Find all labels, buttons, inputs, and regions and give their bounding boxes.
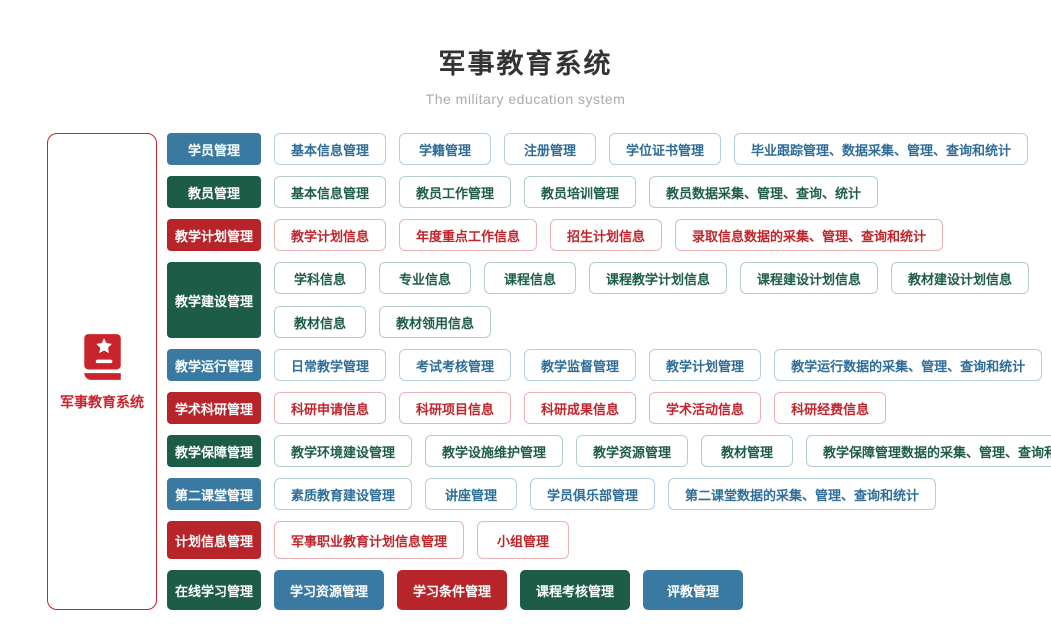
row-在线学习管理: 在线学习管理学习资源管理学习条件管理课程考核管理评教管理 <box>167 570 1051 610</box>
item-button[interactable]: 科研项目信息 <box>399 392 512 424</box>
category-button[interactable]: 学员管理 <box>167 133 261 165</box>
row-第二课堂管理: 第二课堂管理素质教育建设管理讲座管理学员俱乐部管理第二课堂数据的采集、管理、查询… <box>167 478 1051 510</box>
item-button[interactable]: 讲座管理 <box>425 478 518 510</box>
item-button[interactable]: 学位证书管理 <box>609 133 722 165</box>
item-button[interactable]: 教员数据采集、管理、查询、统计 <box>649 176 879 208</box>
item-button[interactable]: 学科信息 <box>274 262 366 294</box>
item-button[interactable]: 小组管理 <box>477 521 570 559</box>
items-line: 科研申请信息科研项目信息科研成果信息学术活动信息科研经费信息 <box>274 392 887 424</box>
item-button[interactable]: 学习条件管理 <box>397 570 508 610</box>
system-map: 军事教育系统 学员管理基本信息管理学籍管理注册管理学位证书管理毕业跟踪管理、数据… <box>0 107 1051 610</box>
item-button[interactable]: 专业信息 <box>379 262 471 294</box>
row-教学建设管理: 教学建设管理学科信息专业信息课程信息课程教学计划信息课程建设计划信息教材建设计划… <box>167 262 1051 338</box>
items-line: 日常教学管理考试考核管理教学监督管理教学计划管理教学运行数据的采集、管理、查询和… <box>274 349 1043 381</box>
item-button[interactable]: 录取信息数据的采集、管理、查询和统计 <box>675 219 944 251</box>
item-button[interactable]: 教材建设计划信息 <box>891 262 1030 294</box>
item-button[interactable]: 课程考核管理 <box>520 570 631 610</box>
item-button[interactable]: 科研成果信息 <box>524 392 637 424</box>
row-items: 学习资源管理学习条件管理课程考核管理评教管理 <box>274 570 744 610</box>
item-button[interactable]: 科研申请信息 <box>274 392 387 424</box>
item-button[interactable]: 评教管理 <box>643 570 744 610</box>
row-items: 素质教育建设管理讲座管理学员俱乐部管理第二课堂数据的采集、管理、查询和统计 <box>274 478 937 510</box>
row-items: 军事职业教育计划信息管理小组管理 <box>274 521 570 559</box>
item-button[interactable]: 军事职业教育计划信息管理 <box>274 521 465 559</box>
item-button[interactable]: 学籍管理 <box>399 133 492 165</box>
item-button[interactable]: 教员培训管理 <box>524 176 637 208</box>
row-学术科研管理: 学术科研管理科研申请信息科研项目信息科研成果信息学术活动信息科研经费信息 <box>167 392 1051 424</box>
item-button[interactable]: 教学资源管理 <box>576 435 689 467</box>
item-button[interactable]: 教学环境建设管理 <box>274 435 413 467</box>
items-line: 教材信息教材领用信息 <box>274 306 1029 338</box>
item-button[interactable]: 教学监督管理 <box>524 349 637 381</box>
item-button[interactable]: 基本信息管理 <box>274 176 387 208</box>
item-button[interactable]: 教学运行数据的采集、管理、查询和统计 <box>774 349 1043 381</box>
page-header: 军事教育系统 The military education system <box>0 0 1051 107</box>
item-button[interactable]: 教材领用信息 <box>379 306 492 338</box>
item-button[interactable]: 招生计划信息 <box>550 219 663 251</box>
items-line: 基本信息管理学籍管理注册管理学位证书管理毕业跟踪管理、数据采集、管理、查询和统计 <box>274 133 1029 165</box>
category-button[interactable]: 教员管理 <box>167 176 261 208</box>
book-star-icon <box>84 333 121 380</box>
row-计划信息管理: 计划信息管理军事职业教育计划信息管理小组管理 <box>167 521 1051 559</box>
row-items: 科研申请信息科研项目信息科研成果信息学术活动信息科研经费信息 <box>274 392 887 424</box>
item-button[interactable]: 科研经费信息 <box>774 392 887 424</box>
item-button[interactable]: 毕业跟踪管理、数据采集、管理、查询和统计 <box>734 133 1029 165</box>
item-button[interactable]: 学员俱乐部管理 <box>530 478 656 510</box>
item-button[interactable]: 教材管理 <box>701 435 794 467</box>
items-line: 教学计划信息年度重点工作信息招生计划信息录取信息数据的采集、管理、查询和统计 <box>274 219 944 251</box>
row-items: 基本信息管理学籍管理注册管理学位证书管理毕业跟踪管理、数据采集、管理、查询和统计 <box>274 133 1029 165</box>
items-line: 素质教育建设管理讲座管理学员俱乐部管理第二课堂数据的采集、管理、查询和统计 <box>274 478 937 510</box>
page-title: 军事教育系统 <box>438 49 613 79</box>
row-items: 学科信息专业信息课程信息课程教学计划信息课程建设计划信息教材建设计划信息教材信息… <box>274 262 1030 338</box>
item-button[interactable]: 教员工作管理 <box>399 176 512 208</box>
item-button[interactable]: 日常教学管理 <box>274 349 387 381</box>
item-button[interactable]: 教学计划管理 <box>649 349 762 381</box>
items-line: 学习资源管理学习条件管理课程考核管理评教管理 <box>274 570 744 610</box>
item-button[interactable]: 年度重点工作信息 <box>399 219 538 251</box>
row-教学保障管理: 教学保障管理教学环境建设管理教学设施维护管理教学资源管理教材管理教学保障管理数据… <box>167 435 1051 467</box>
category-button[interactable]: 学术科研管理 <box>167 392 261 424</box>
category-button[interactable]: 第二课堂管理 <box>167 478 261 510</box>
row-items: 基本信息管理教员工作管理教员培训管理教员数据采集、管理、查询、统计 <box>274 176 879 208</box>
row-学员管理: 学员管理基本信息管理学籍管理注册管理学位证书管理毕业跟踪管理、数据采集、管理、查… <box>167 133 1051 165</box>
item-button[interactable]: 课程信息 <box>484 262 576 294</box>
item-button[interactable]: 基本信息管理 <box>274 133 387 165</box>
system-root-label: 军事教育系统 <box>60 393 144 410</box>
item-button[interactable]: 教材信息 <box>274 306 366 338</box>
category-button[interactable]: 在线学习管理 <box>167 570 261 610</box>
item-button[interactable]: 考试考核管理 <box>399 349 512 381</box>
category-button[interactable]: 教学保障管理 <box>167 435 261 467</box>
items-line: 教学环境建设管理教学设施维护管理教学资源管理教材管理教学保障管理数据的采集、管理… <box>274 435 1051 467</box>
item-button[interactable]: 教学计划信息 <box>274 219 387 251</box>
item-button[interactable]: 教学设施维护管理 <box>425 435 564 467</box>
items-line: 基本信息管理教员工作管理教员培训管理教员数据采集、管理、查询、统计 <box>274 176 879 208</box>
system-root-card: 军事教育系统 <box>47 133 157 610</box>
row-items: 教学计划信息年度重点工作信息招生计划信息录取信息数据的采集、管理、查询和统计 <box>274 219 944 251</box>
row-items: 教学环境建设管理教学设施维护管理教学资源管理教材管理教学保障管理数据的采集、管理… <box>274 435 1051 467</box>
category-button[interactable]: 教学运行管理 <box>167 349 261 381</box>
rows: 学员管理基本信息管理学籍管理注册管理学位证书管理毕业跟踪管理、数据采集、管理、查… <box>167 133 1051 610</box>
items-line: 军事职业教育计划信息管理小组管理 <box>274 521 570 559</box>
item-button[interactable]: 第二课堂数据的采集、管理、查询和统计 <box>668 478 937 510</box>
row-教学计划管理: 教学计划管理教学计划信息年度重点工作信息招生计划信息录取信息数据的采集、管理、查… <box>167 219 1051 251</box>
page-subtitle: The military education system <box>425 91 626 107</box>
row-教学运行管理: 教学运行管理日常教学管理考试考核管理教学监督管理教学计划管理教学运行数据的采集、… <box>167 349 1051 381</box>
item-button[interactable]: 素质教育建设管理 <box>274 478 413 510</box>
row-items: 日常教学管理考试考核管理教学监督管理教学计划管理教学运行数据的采集、管理、查询和… <box>274 349 1043 381</box>
row-教员管理: 教员管理基本信息管理教员工作管理教员培训管理教员数据采集、管理、查询、统计 <box>167 176 1051 208</box>
item-button[interactable]: 课程教学计划信息 <box>589 262 728 294</box>
items-line: 学科信息专业信息课程信息课程教学计划信息课程建设计划信息教材建设计划信息 <box>274 262 1030 294</box>
item-button[interactable]: 学习资源管理 <box>274 570 385 610</box>
category-button[interactable]: 教学建设管理 <box>167 262 261 338</box>
category-button[interactable]: 计划信息管理 <box>167 521 261 559</box>
category-button[interactable]: 教学计划管理 <box>167 219 261 251</box>
item-button[interactable]: 课程建设计划信息 <box>740 262 879 294</box>
item-button[interactable]: 教学保障管理数据的采集、管理、查询和统计 <box>806 435 1051 467</box>
item-button[interactable]: 学术活动信息 <box>649 392 762 424</box>
item-button[interactable]: 注册管理 <box>504 133 597 165</box>
